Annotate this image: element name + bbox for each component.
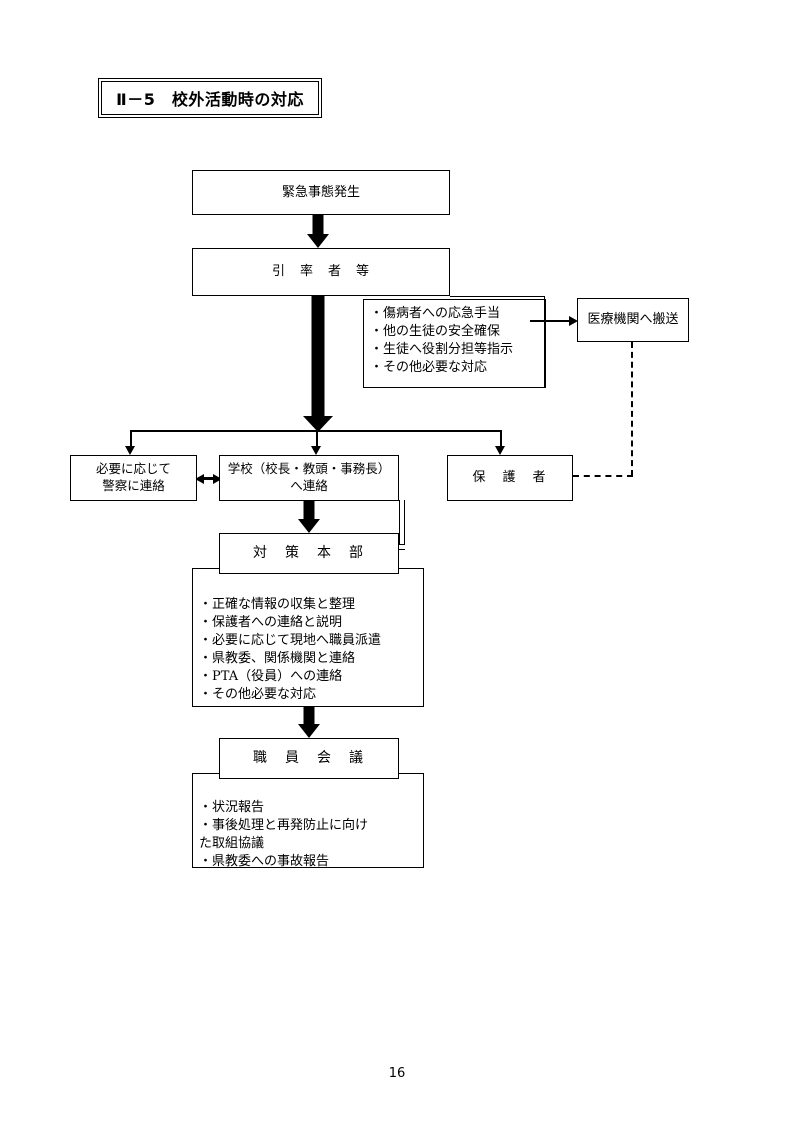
arrowhead-to-police: [125, 446, 135, 455]
node-transport-to-hospital: 医療機関へ搬送: [577, 298, 689, 342]
staff-meeting-actions-list: 状況報告 事後処理と再発防止に向け た取組協議 県教委への事故報告: [199, 799, 417, 871]
node-contact-police-label: 必要に応じて 警察に連絡: [95, 461, 171, 493]
node-leader-label: 引 率 者 等: [271, 264, 370, 280]
node-transport-to-hospital-label: 医療機関へ搬送: [587, 312, 679, 328]
list-item: その他必要な対応: [370, 359, 539, 377]
list-item: 状況報告: [199, 799, 417, 817]
arrow-emergency-to-leader: [307, 215, 329, 248]
list-item: 生徒へ役割分担等指示: [370, 341, 539, 359]
node-contact-police: 必要に応じて 警察に連絡: [70, 455, 197, 501]
list-item: 正確な情報の収集と整理: [199, 596, 417, 614]
leader-actions-list: 傷病者への応急手当 他の生徒の安全確保 生徒へ役割分担等指示 その他必要な対応: [370, 305, 539, 377]
double-line-guardian-to-hq: [399, 544, 405, 550]
arrowhead-school-right: [213, 474, 222, 484]
double-line-guardian-down: [399, 500, 405, 550]
page-title: Ⅱ－5 校外活動時の対応: [116, 90, 304, 109]
arrowhead-to-school: [311, 446, 321, 455]
node-contact-school-label: 学校（校長・教頭・事務長） へ連絡: [227, 461, 391, 493]
list-item: 県教委への事故報告: [199, 853, 417, 871]
list-item: その他必要な対応: [199, 686, 417, 704]
list-item: 必要に応じて現地へ職員派遣: [199, 632, 417, 650]
list-item: 県教委、関係機関と連絡: [199, 650, 417, 668]
node-contact-school: 学校（校長・教頭・事務長） へ連絡: [219, 455, 399, 501]
node-staff-meeting-label: 職 員 会 議: [253, 750, 365, 767]
node-emergency-occurrence-label: 緊急事態発生: [281, 184, 360, 200]
arrow-school-to-headquarters: [297, 501, 321, 533]
page-number: 16: [388, 1066, 406, 1081]
section-title-box: Ⅱ－5 校外活動時の対応: [98, 78, 322, 118]
list-item: PTA（役員）への連絡: [199, 668, 417, 686]
line-branch-drop-left: [130, 430, 132, 448]
node-guardian: 保 護 者: [447, 455, 573, 501]
node-leader: 引 率 者 等: [192, 248, 450, 296]
arrowhead-to-transport: [569, 316, 578, 326]
node-guardian-label: 保 護 者: [472, 470, 548, 486]
panel-headquarters-actions: 正確な情報の収集と整理 保護者への連絡と説明 必要に応じて現地へ職員派遣 県教委…: [192, 568, 424, 707]
arrow-headquarters-to-staff-meeting: [297, 706, 321, 738]
list-item: 事後処理と再発防止に向け た取組協議: [199, 817, 417, 853]
line-branch-drop-right: [500, 430, 502, 448]
node-emergency-occurrence: 緊急事態発生: [192, 170, 450, 215]
arrow-leader-to-branch: [303, 296, 333, 432]
arrowhead-to-guardian: [495, 446, 505, 455]
title-inner-border: [101, 81, 319, 115]
line-firstaid-to-transport: [530, 320, 572, 322]
list-item: 傷病者への応急手当: [370, 305, 539, 323]
panel-staff-meeting-actions: 状況報告 事後処理と再発防止に向け た取組協議 県教委への事故報告: [192, 773, 424, 871]
dashed-line-to-guardian: [573, 475, 633, 477]
headquarters-actions-list: 正確な情報の収集と整理 保護者への連絡と説明 必要に応じて現地へ職員派遣 県教委…: [199, 596, 417, 704]
line-branch-drop-center: [316, 430, 318, 448]
node-headquarters-label: 対 策 本 部: [253, 545, 365, 562]
arrowhead-police-left: [195, 474, 204, 484]
dashed-line-transport-down: [631, 342, 633, 476]
line-police-school: [200, 477, 218, 480]
list-item: 他の生徒の安全確保: [370, 323, 539, 341]
list-item: 保護者への連絡と説明: [199, 614, 417, 632]
node-headquarters: 対 策 本 部: [219, 533, 399, 574]
line-leader-to-actions-v: [544, 296, 545, 388]
line-leader-to-actions-h: [450, 296, 545, 297]
panel-leader-actions: 傷病者への応急手当 他の生徒の安全確保 生徒へ役割分担等指示 その他必要な対応: [363, 299, 546, 388]
node-staff-meeting: 職 員 会 議: [219, 738, 399, 779]
